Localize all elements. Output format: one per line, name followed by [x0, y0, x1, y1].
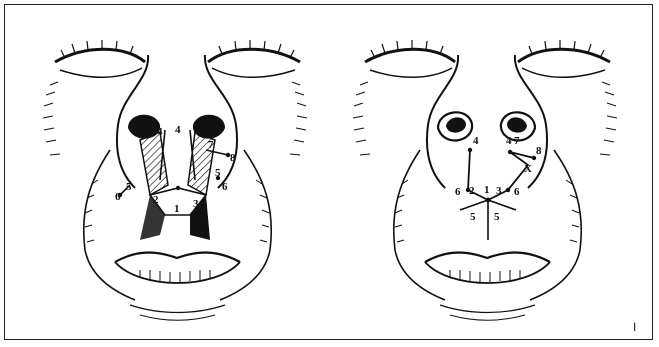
left-face-panel: 1 2 3 4 4 5 5 6 6 7 8 [43, 40, 307, 320]
left-label-4b: 4 [175, 124, 181, 136]
right-label-4b: 4 [506, 135, 512, 147]
right-label-5a: 5 [470, 211, 476, 223]
left-label-7: 7 [208, 139, 214, 151]
left-label-1: 1 [174, 203, 180, 215]
right-label-2: 2 [469, 185, 475, 197]
right-label-x: X [524, 163, 532, 175]
left-label-6a: 6 [115, 191, 121, 203]
right-label-7: 7 [514, 135, 520, 147]
right-label-8: 8 [536, 145, 542, 157]
left-label-5a: 5 [126, 181, 132, 193]
right-label-1: 1 [484, 184, 490, 196]
right-label-3: 3 [496, 185, 502, 197]
left-label-6b: 6 [222, 181, 228, 193]
left-label-2: 2 [153, 194, 159, 206]
left-label-4a: 4 [157, 126, 163, 138]
left-label-8: 8 [230, 152, 236, 164]
corner-mark: I [633, 320, 636, 334]
left-label-5b: 5 [215, 167, 221, 179]
right-face-panel: 1 2 3 4 4 5 5 6 6 7 8 X [353, 40, 617, 320]
left-label-3: 3 [193, 198, 199, 210]
right-label-6a: 6 [455, 186, 461, 198]
right-label-5b: 5 [494, 211, 500, 223]
right-label-4a: 4 [473, 135, 479, 147]
right-label-6b: 6 [514, 186, 520, 198]
